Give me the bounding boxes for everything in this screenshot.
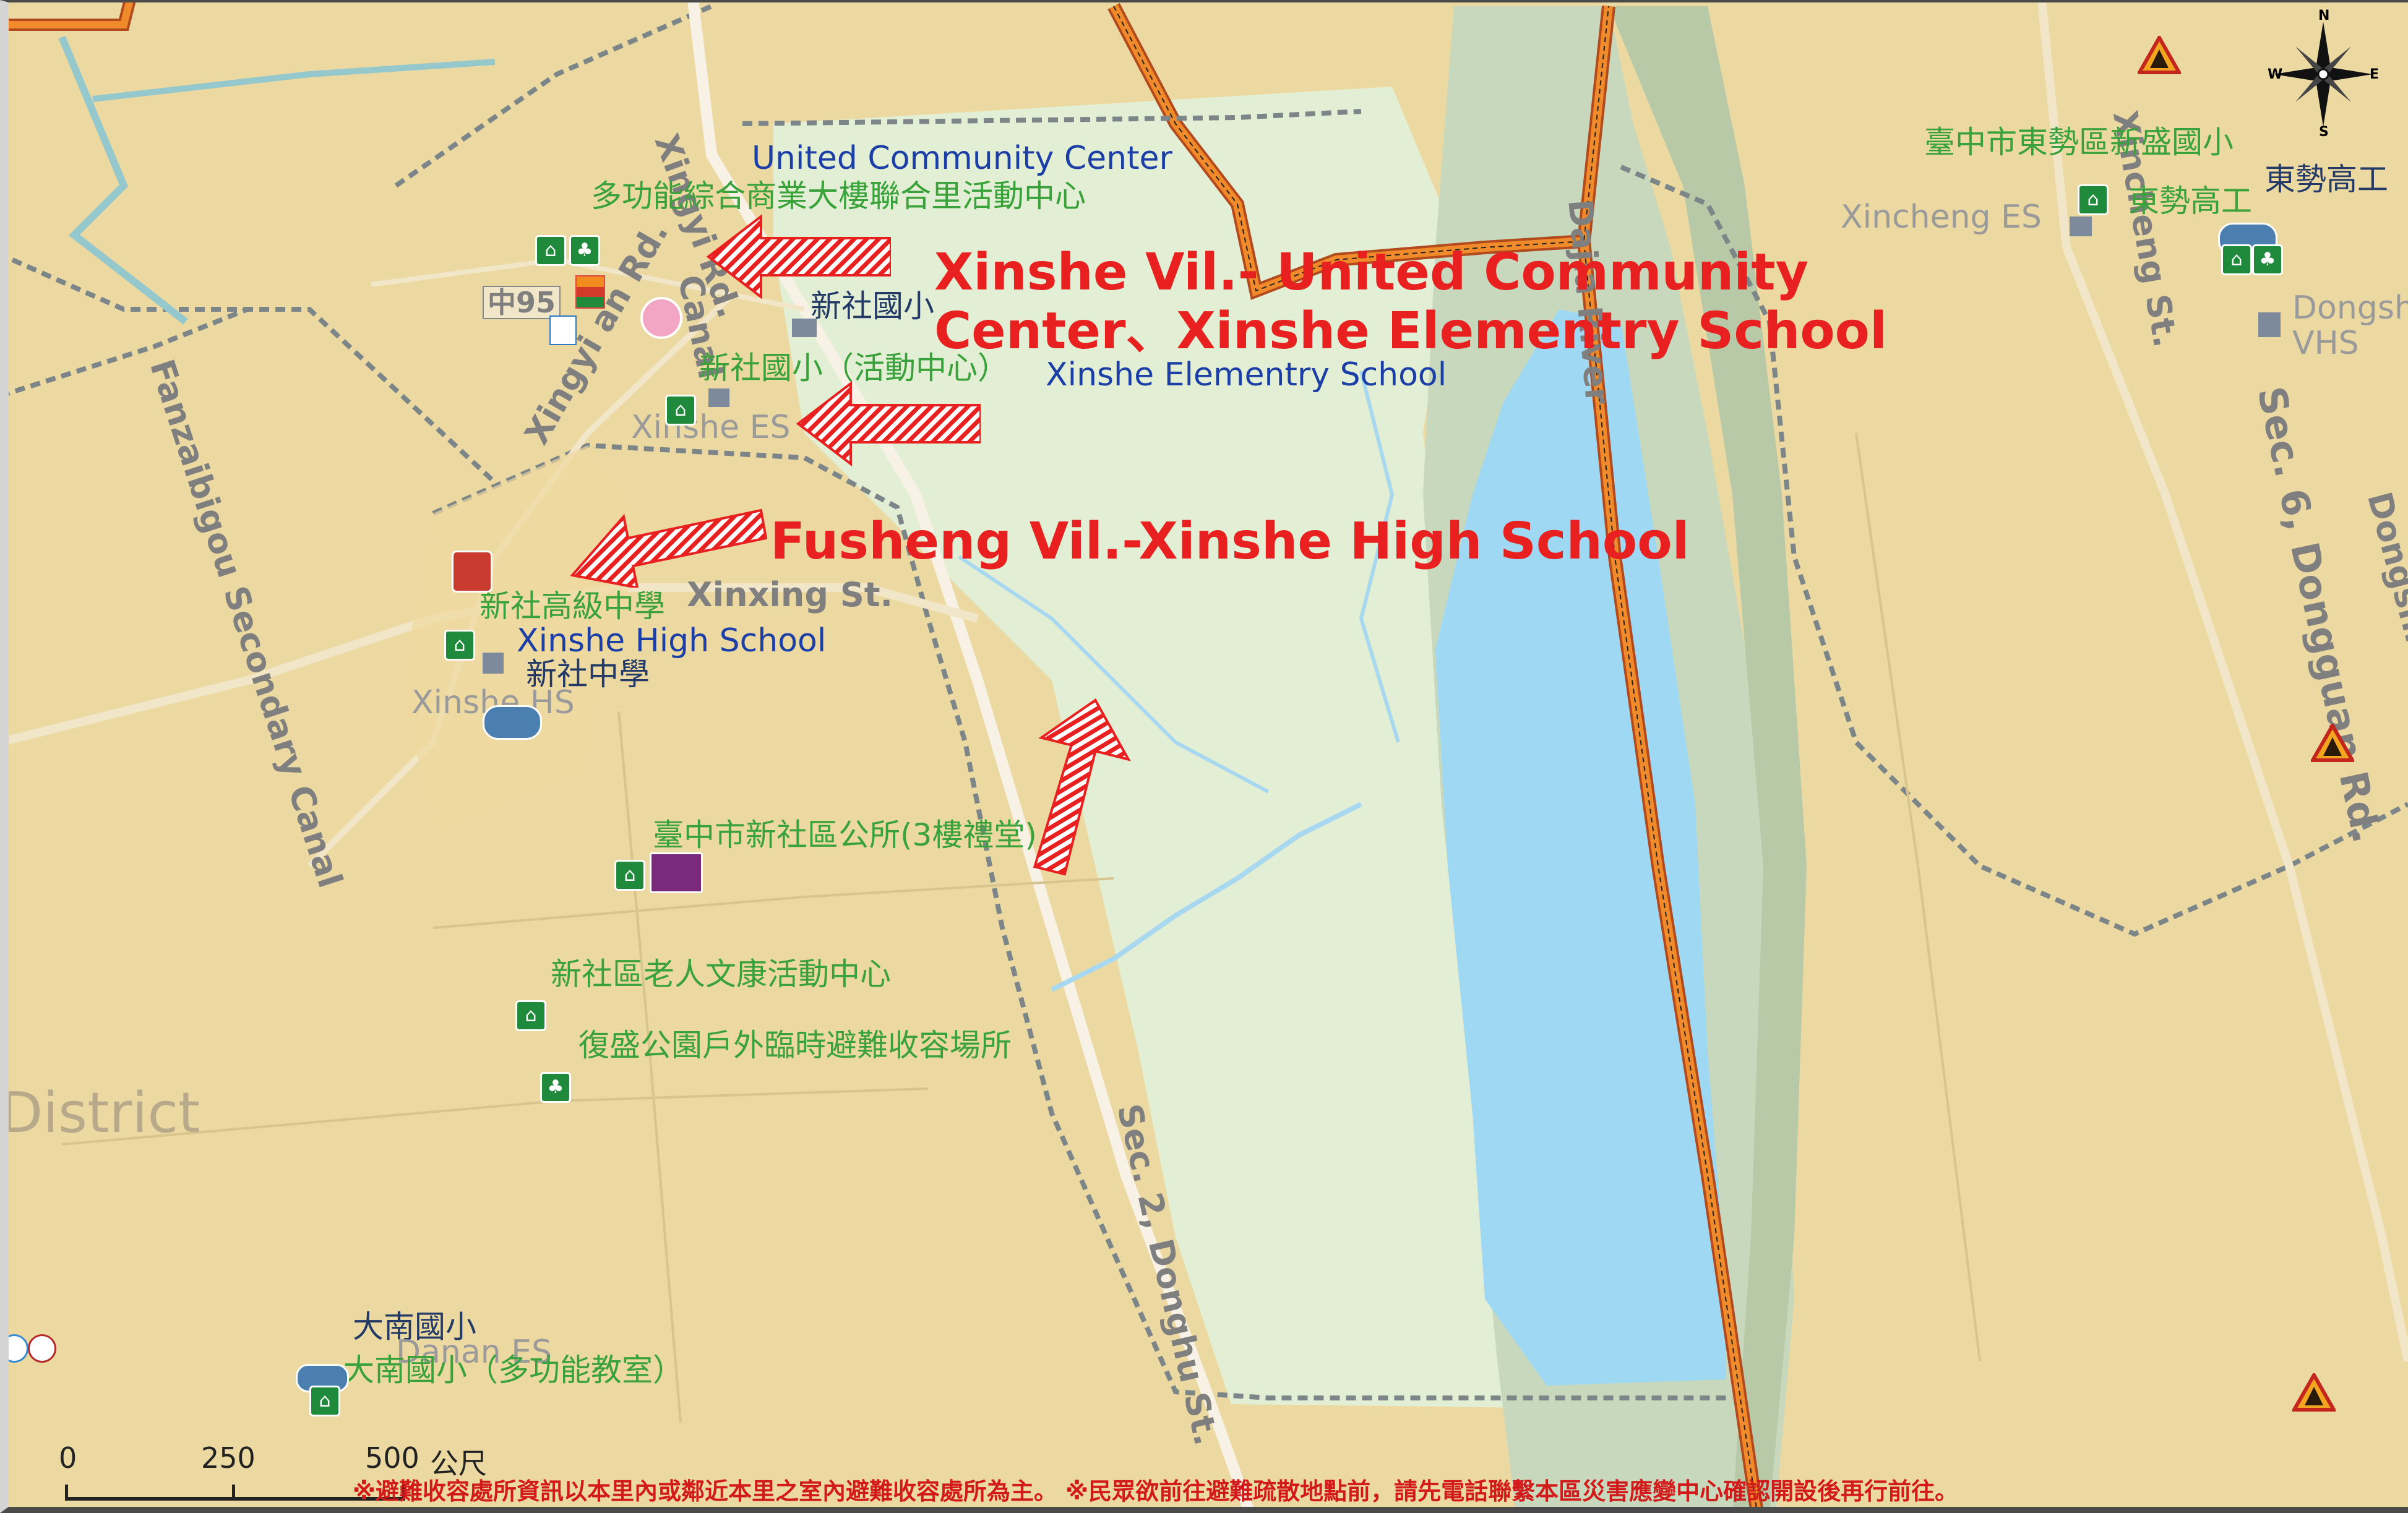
- shelter-icon-xinshe-es[interactable]: ⌂: [665, 395, 696, 426]
- label-dongshi-vhs-grey: Dongshi VHS: [2292, 289, 2408, 362]
- compass-rose: N S W E: [2268, 9, 2379, 139]
- convenience-store-icon[interactable]: [575, 275, 605, 309]
- callout-xinshe-line1: Xinshe Vil.- United Community: [934, 243, 1809, 302]
- label-xinshe-hs-zh: 新社高級中學: [479, 588, 665, 624]
- shelter-icon-elder-center[interactable]: ⌂: [515, 1000, 546, 1031]
- road-number-zhong95: 中95: [483, 286, 561, 319]
- park-shelter-icon[interactable]: ♣: [569, 235, 600, 266]
- police-icon[interactable]: [650, 852, 703, 893]
- callout-fusheng: Fusheng Vil.-Xinshe High School: [770, 512, 1690, 571]
- label-dongshi-vhs-zh2: 東勢高工: [2264, 161, 2388, 197]
- label-united-community-center-en: United Community Center: [752, 140, 1172, 177]
- compass-n: N: [2318, 8, 2330, 24]
- shelter-icon-district-office[interactable]: ⌂: [614, 860, 645, 891]
- school-icon: [708, 388, 729, 407]
- label-united-community-center-zh: 多功能綜合商業大樓聯合里活動中心: [591, 178, 1086, 214]
- scale-label-250: 250: [201, 1441, 256, 1475]
- hazard-icon-3[interactable]: [2292, 1373, 2336, 1412]
- scale-unit: 公尺: [430, 1447, 487, 1480]
- scale-bar: 0 250 500 公尺: [59, 1435, 504, 1509]
- shelter-icon-dongshi-vhs[interactable]: ⌂: [2221, 244, 2252, 275]
- label-danan-es-zh: 大南國小: [353, 1309, 476, 1345]
- label-xinshe-hs-en: Xinshe High School: [517, 622, 827, 659]
- compass-w: W: [2268, 67, 2283, 82]
- arrow-to-united-center: [706, 213, 891, 300]
- label-dongshi-xinsheng-zh: 臺中市東勢區新盛國小: [1924, 124, 2234, 160]
- label-xincheng-es-grey: Xincheng ES: [1841, 199, 2042, 236]
- fire-station-icon[interactable]: [452, 551, 492, 593]
- scale-label-500: 500: [365, 1441, 419, 1475]
- hazard-icon[interactable]: [2138, 36, 2181, 74]
- school-icon-xincheng: [2070, 216, 2092, 236]
- shelter-icon-xincheng[interactable]: ⌂: [2078, 184, 2109, 215]
- park-shelter-icon-dongshi[interactable]: ♣: [2252, 244, 2283, 275]
- arrow-to-xinshe-es: [796, 380, 981, 467]
- park-shelter-icon-fusheng[interactable]: ♣: [540, 1072, 571, 1103]
- school-icon-2: [792, 319, 817, 337]
- shelter-icon[interactable]: ⌂: [535, 235, 566, 266]
- label-xinshe-es-grey: Xinshe ES: [631, 409, 791, 446]
- scale-line: [65, 1497, 405, 1501]
- shelter-icon-danan[interactable]: ⌂: [309, 1386, 340, 1417]
- school-icon-xinshe-hs: [483, 653, 504, 674]
- label-xinshe-ms-zh: 新社中學: [526, 656, 650, 692]
- scale-tick-250: [232, 1485, 235, 1501]
- label-danan-es-grey: Danan ES: [396, 1334, 553, 1371]
- familymart-icon[interactable]: [549, 315, 577, 345]
- arrow-to-xinshe-hs: [570, 508, 767, 588]
- label-xinshe-es-zh: 新社國小: [811, 288, 934, 324]
- label-fusheng-park-zh: 復盛公園戶外臨時避難收容場所: [578, 1027, 1012, 1063]
- scale-tick-0: [65, 1485, 68, 1501]
- helipad-icon: [483, 705, 542, 740]
- compass-e: E: [2370, 67, 2380, 82]
- label-xinshe-es-activity-zh: 新社國小（活動中心）: [699, 350, 1008, 386]
- label-dongshi-vhs-zh: 東勢高工: [2128, 183, 2252, 219]
- earthquake-icon: [28, 1334, 56, 1363]
- scale-label-0: 0: [59, 1441, 77, 1475]
- shelter-icon-xinshe-hs[interactable]: ⌂: [444, 630, 475, 661]
- compass-s: S: [2319, 124, 2329, 140]
- arrow-to-district-office: [1033, 698, 1131, 876]
- hazard-icon-2[interactable]: [2311, 724, 2354, 762]
- hospital-icon[interactable]: [640, 297, 682, 339]
- callout-xinshe-line2: Center、Xinshe Elementry School: [934, 302, 1888, 361]
- label-xinshe-es-en: Xinshe Elementry School: [1046, 356, 1447, 393]
- footnote: ※避難收容處所資訊以本里內或鄰近本里之室內避難收容處所為主。 ※民眾欲前往避難疏…: [353, 1478, 1959, 1505]
- district-label: District: [0, 1081, 200, 1146]
- street-label-xinxing-st: Xinxing St.: [687, 575, 893, 614]
- label-danan-es-class-zh: 大南國小（多功能教室）: [343, 1352, 684, 1388]
- label-district-office-zh: 臺中市新社區公所(3樓禮堂): [653, 817, 1037, 853]
- label-elder-center-zh: 新社區老人文康活動中心: [551, 956, 891, 992]
- school-icon-dongshi-vhs: [2258, 312, 2281, 337]
- scale-tick-500: [402, 1485, 405, 1501]
